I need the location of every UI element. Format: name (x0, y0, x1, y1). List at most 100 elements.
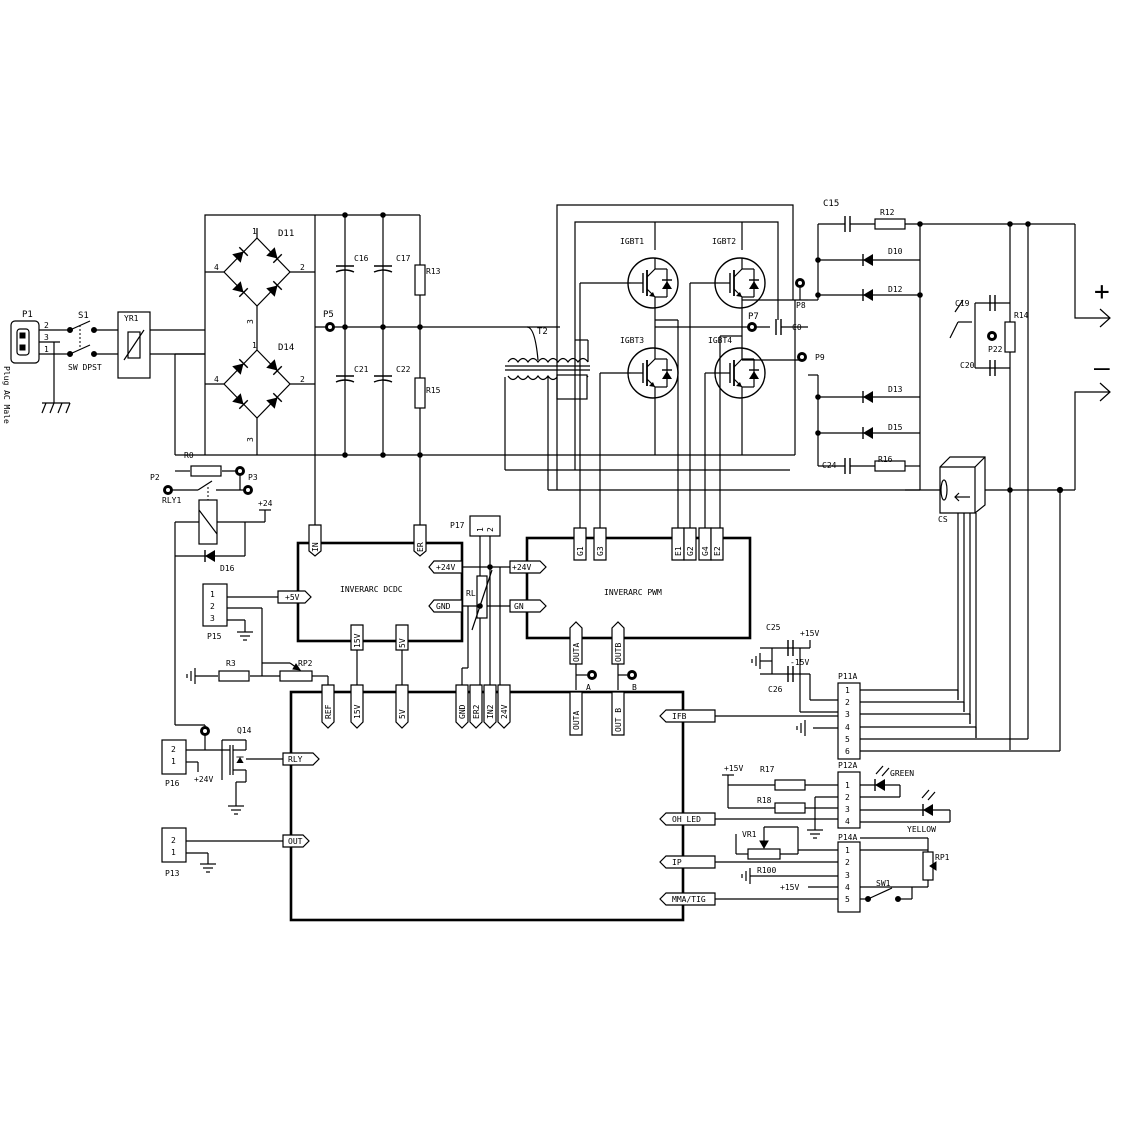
main-pin-ohled: OH LED (672, 815, 701, 824)
p11a-pin-1: 1 (845, 686, 850, 695)
rp2-label: RP2 (298, 659, 313, 668)
p14a-pin-3: 3 (845, 871, 850, 880)
plug-pin-3: 3 (44, 333, 49, 342)
dc-bus (314, 212, 560, 525)
main-pin-in2: IN2 (486, 704, 495, 719)
igbt-bridge (556, 204, 808, 528)
dcdc-pin-5v: 5V (398, 638, 407, 648)
p13-label: P13 (165, 869, 180, 878)
main-pin-ifb: IFB (672, 712, 687, 721)
pwm-pin-e2: E2 (713, 546, 722, 556)
p11a-pin-4: 4 (845, 723, 850, 732)
pin-3b: 3 (246, 437, 255, 442)
switch-s1 (60, 320, 118, 357)
pwm-module (525, 536, 752, 640)
dcdc-pin-24v: +24V (436, 563, 455, 572)
pin-4b: 4 (214, 375, 219, 384)
pwm-pin-g3: G3 (596, 546, 605, 556)
dcdc-pin-15v: 15V (353, 633, 362, 648)
d15-label: D15 (888, 423, 903, 432)
p15-pin-2: 2 (210, 602, 215, 611)
vr1-label: VR1 (742, 830, 757, 839)
pwm-pins (509, 527, 724, 690)
p17-label: P17 (450, 521, 465, 530)
p16-label: P16 (165, 779, 180, 788)
p12a-label: P12A (838, 761, 857, 770)
plug-name: Plug AC Male (2, 366, 11, 424)
main-pin-15v: 15V (353, 704, 362, 719)
output-plus: + (1094, 277, 1110, 307)
r100-label: R100 (757, 866, 776, 875)
varistor-ref: YR1 (124, 314, 139, 323)
main-pin-ref: REF (324, 704, 333, 719)
d13-label: D13 (888, 385, 903, 394)
plus5v-label: +5V (285, 593, 300, 602)
p13-pin-2: 2 (171, 836, 176, 845)
yellow-label: YELLOW (907, 825, 936, 834)
p14a-pin-5: 5 (845, 895, 850, 904)
p11a-pin-6: 6 (845, 747, 850, 756)
pwm-pin-g2: G2 (686, 546, 695, 556)
test-point-a: A (586, 683, 591, 692)
p14a-pin-2: 2 (845, 858, 850, 867)
p5-label: P5 (323, 310, 334, 320)
d10-label: D10 (888, 247, 903, 256)
c24-label: C24 (822, 461, 837, 470)
p11a-and-supply-caps (715, 639, 1061, 760)
t2-label: T2 (537, 327, 548, 337)
p14a-controls (715, 826, 937, 913)
p11a-pin-5: 5 (845, 735, 850, 744)
p3-label: P3 (248, 473, 258, 482)
p7-label: P7 (748, 312, 759, 322)
plus24v-label: +24V (194, 775, 213, 784)
dcdc-pin-in: IN (311, 542, 320, 552)
transformer-t2 (504, 326, 790, 490)
p14a-label: P14A (838, 833, 857, 842)
current-sensor-cs (939, 456, 986, 738)
p14a-pin-1: 1 (845, 846, 850, 855)
p16-pin-1: 1 (171, 757, 176, 766)
pin-2b: 2 (300, 375, 305, 384)
sw1-label: SW1 (876, 879, 891, 888)
varistor-yr1 (117, 311, 205, 379)
q14-relay-driver (161, 724, 283, 815)
d12-label: D12 (888, 285, 903, 294)
p15-label: P15 (207, 632, 222, 641)
p22-label: P22 (988, 345, 1003, 354)
r3-label: R3 (226, 659, 236, 668)
pin-3: 3 (246, 319, 255, 324)
c19-label: C19 (955, 299, 970, 308)
bridge-d14 (205, 330, 315, 455)
main-pin-out: OUT (288, 837, 303, 846)
precharge-relay (163, 465, 271, 725)
c26-label: C26 (768, 685, 783, 694)
plus24-label: +24 (258, 499, 273, 508)
pin-2: 2 (300, 263, 305, 272)
main-pin-ip: IP (672, 858, 682, 867)
p11a-pin-3: 3 (845, 710, 850, 719)
ac-plug-p1 (10, 320, 71, 414)
c21-label: C21 (354, 365, 369, 374)
rl-label: RL (466, 589, 476, 598)
c17-label: C17 (396, 254, 411, 263)
main-pin-rly: RLY (288, 755, 303, 764)
r12-label: R12 (880, 208, 895, 217)
p17-pin-1: 1 (476, 527, 485, 532)
r13-label: R13 (426, 267, 441, 276)
main-pin-er2: ER2 (472, 704, 481, 719)
p12a-leds (715, 765, 951, 839)
igbt2-label: IGBT2 (712, 237, 736, 246)
c15-label: C15 (823, 199, 839, 209)
p8-label: P8 (796, 301, 806, 310)
plug-pin-2: 2 (44, 321, 49, 330)
output-rectifier (808, 215, 1040, 490)
c20-label: C20 (960, 361, 975, 370)
p9-label: P9 (815, 353, 825, 362)
p15-pin-1: 1 (210, 590, 215, 599)
plug-ref: P1 (22, 310, 33, 320)
bridge-top-ref: D11 (278, 229, 294, 239)
minus15v-label: -15V (790, 658, 809, 667)
p12a-pin-4: 4 (845, 817, 850, 826)
switch-name: SW DPST (68, 363, 102, 372)
r0-label: R0 (184, 451, 194, 460)
